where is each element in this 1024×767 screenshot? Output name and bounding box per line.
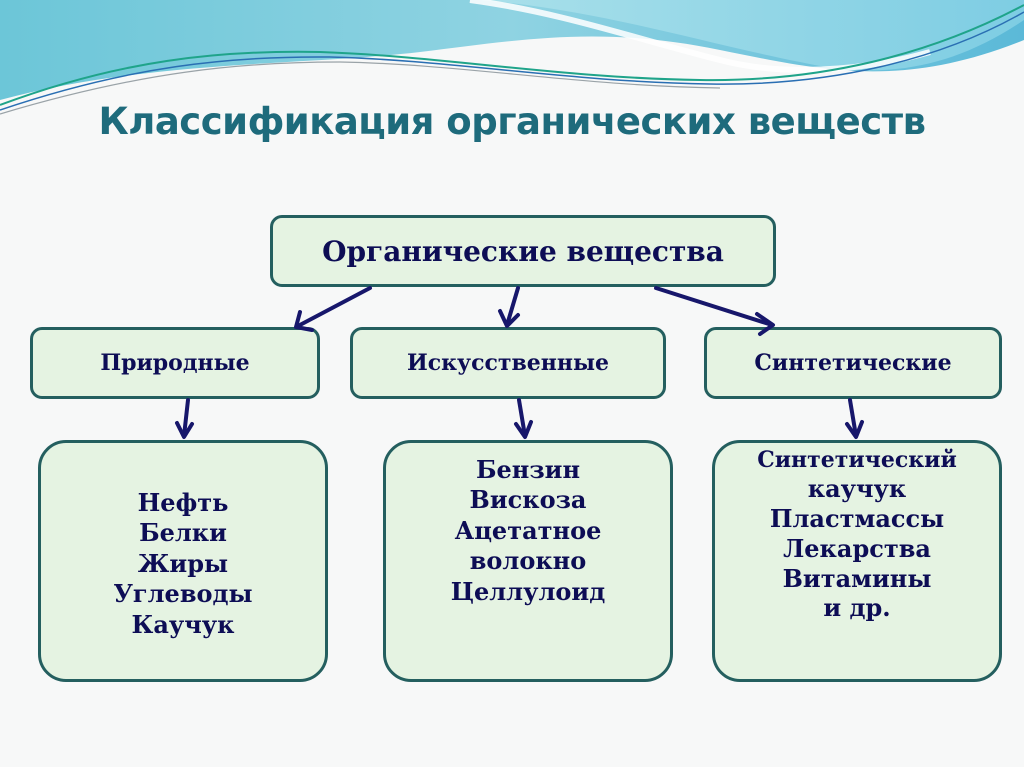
examples-node-synthetic: Синтетический каучук Пластмассы Лекарств… [712,440,1002,682]
category-node-natural: Природные [30,327,320,399]
root-node-label: Органические вещества [322,234,724,268]
slide-title: Классификация органических веществ [98,100,926,143]
example-item: Жиры [137,548,229,578]
decorative-wave-header [0,0,1024,115]
category-label-synthetic: Синтетические [754,350,952,376]
category-node-artificial: Искусственные [350,327,666,399]
category-label-natural: Природные [100,350,250,376]
category-label-artificial: Искусственные [406,350,610,376]
example-item: Синтетический [757,447,957,473]
example-item: Лекарства [783,533,931,563]
example-item: Углеводы [113,579,253,609]
example-item: волокно [469,546,587,576]
example-item: Каучук [131,609,235,639]
example-item: Пластмассы [769,504,945,534]
arrow-root-to-artificial-icon [498,286,520,328]
example-item: каучук [807,474,907,504]
example-item: Ацетатное [454,515,602,545]
example-item: Витамины [782,563,932,593]
category-node-synthetic: Синтетические [704,327,1002,399]
example-item: Нефть [137,487,229,517]
arrow-synthetic-to-examples-icon [845,398,864,439]
examples-node-artificial: Бензин Вискоза Ацетатное волокно Целлуло… [383,440,673,682]
arrow-root-to-natural-icon [294,286,372,332]
arrow-artificial-to-examples-icon [514,398,533,439]
example-item: Целлулоид [450,576,606,606]
root-node-organic-substances: Органические вещества [270,215,776,287]
example-item: Белки [139,518,227,548]
example-item: Вискоза [469,485,587,515]
examples-node-natural: Нефть Белки Жиры Углеводы Каучук [38,440,328,682]
example-item: Бензин [475,455,581,484]
example-item: и др. [823,593,891,623]
arrow-natural-to-examples-icon [175,398,194,439]
